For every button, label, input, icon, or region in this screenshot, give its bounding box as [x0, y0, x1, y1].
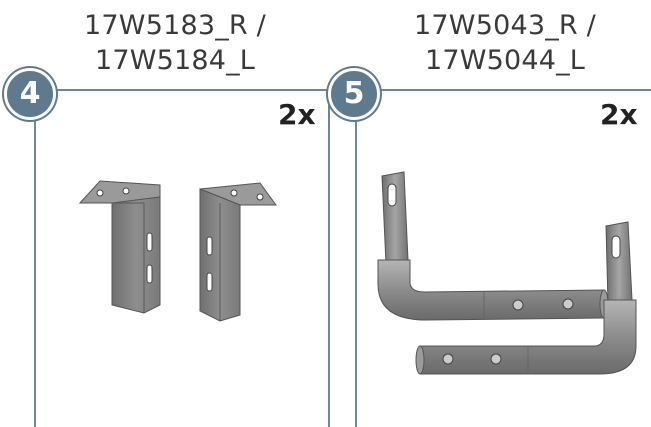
part-5-left-rule	[355, 110, 357, 427]
part-4-quantity: 2x	[278, 98, 316, 131]
bracket-pair-illustration	[78, 180, 277, 322]
left-bracket	[78, 180, 161, 314]
part-5-number-badge: 5	[328, 68, 380, 120]
part-4-top-rule	[40, 89, 328, 91]
part-4-code-left: 17W5184_L	[94, 45, 256, 76]
part-4-left-rule	[34, 110, 36, 427]
lower-bent-tube	[415, 221, 637, 375]
part-4-code-right: 17W5183_R /	[84, 10, 266, 41]
part-4-title: 17W5183_R / 17W5184_L	[40, 8, 310, 78]
part-5-title: 17W5043_R / 17W5044_L	[370, 8, 640, 78]
bent-tube-pair-illustration	[377, 171, 637, 375]
part-5-quantity: 2x	[600, 98, 638, 131]
upper-bent-tube	[377, 171, 609, 321]
part-4-right-rule	[328, 89, 330, 427]
part-5-code-right: 17W5043_R /	[414, 10, 596, 41]
part-4-number-badge: 4	[4, 68, 56, 120]
right-bracket	[199, 182, 277, 322]
part-5-code-left: 17W5044_L	[424, 45, 586, 76]
part-5-top-rule	[372, 89, 651, 91]
